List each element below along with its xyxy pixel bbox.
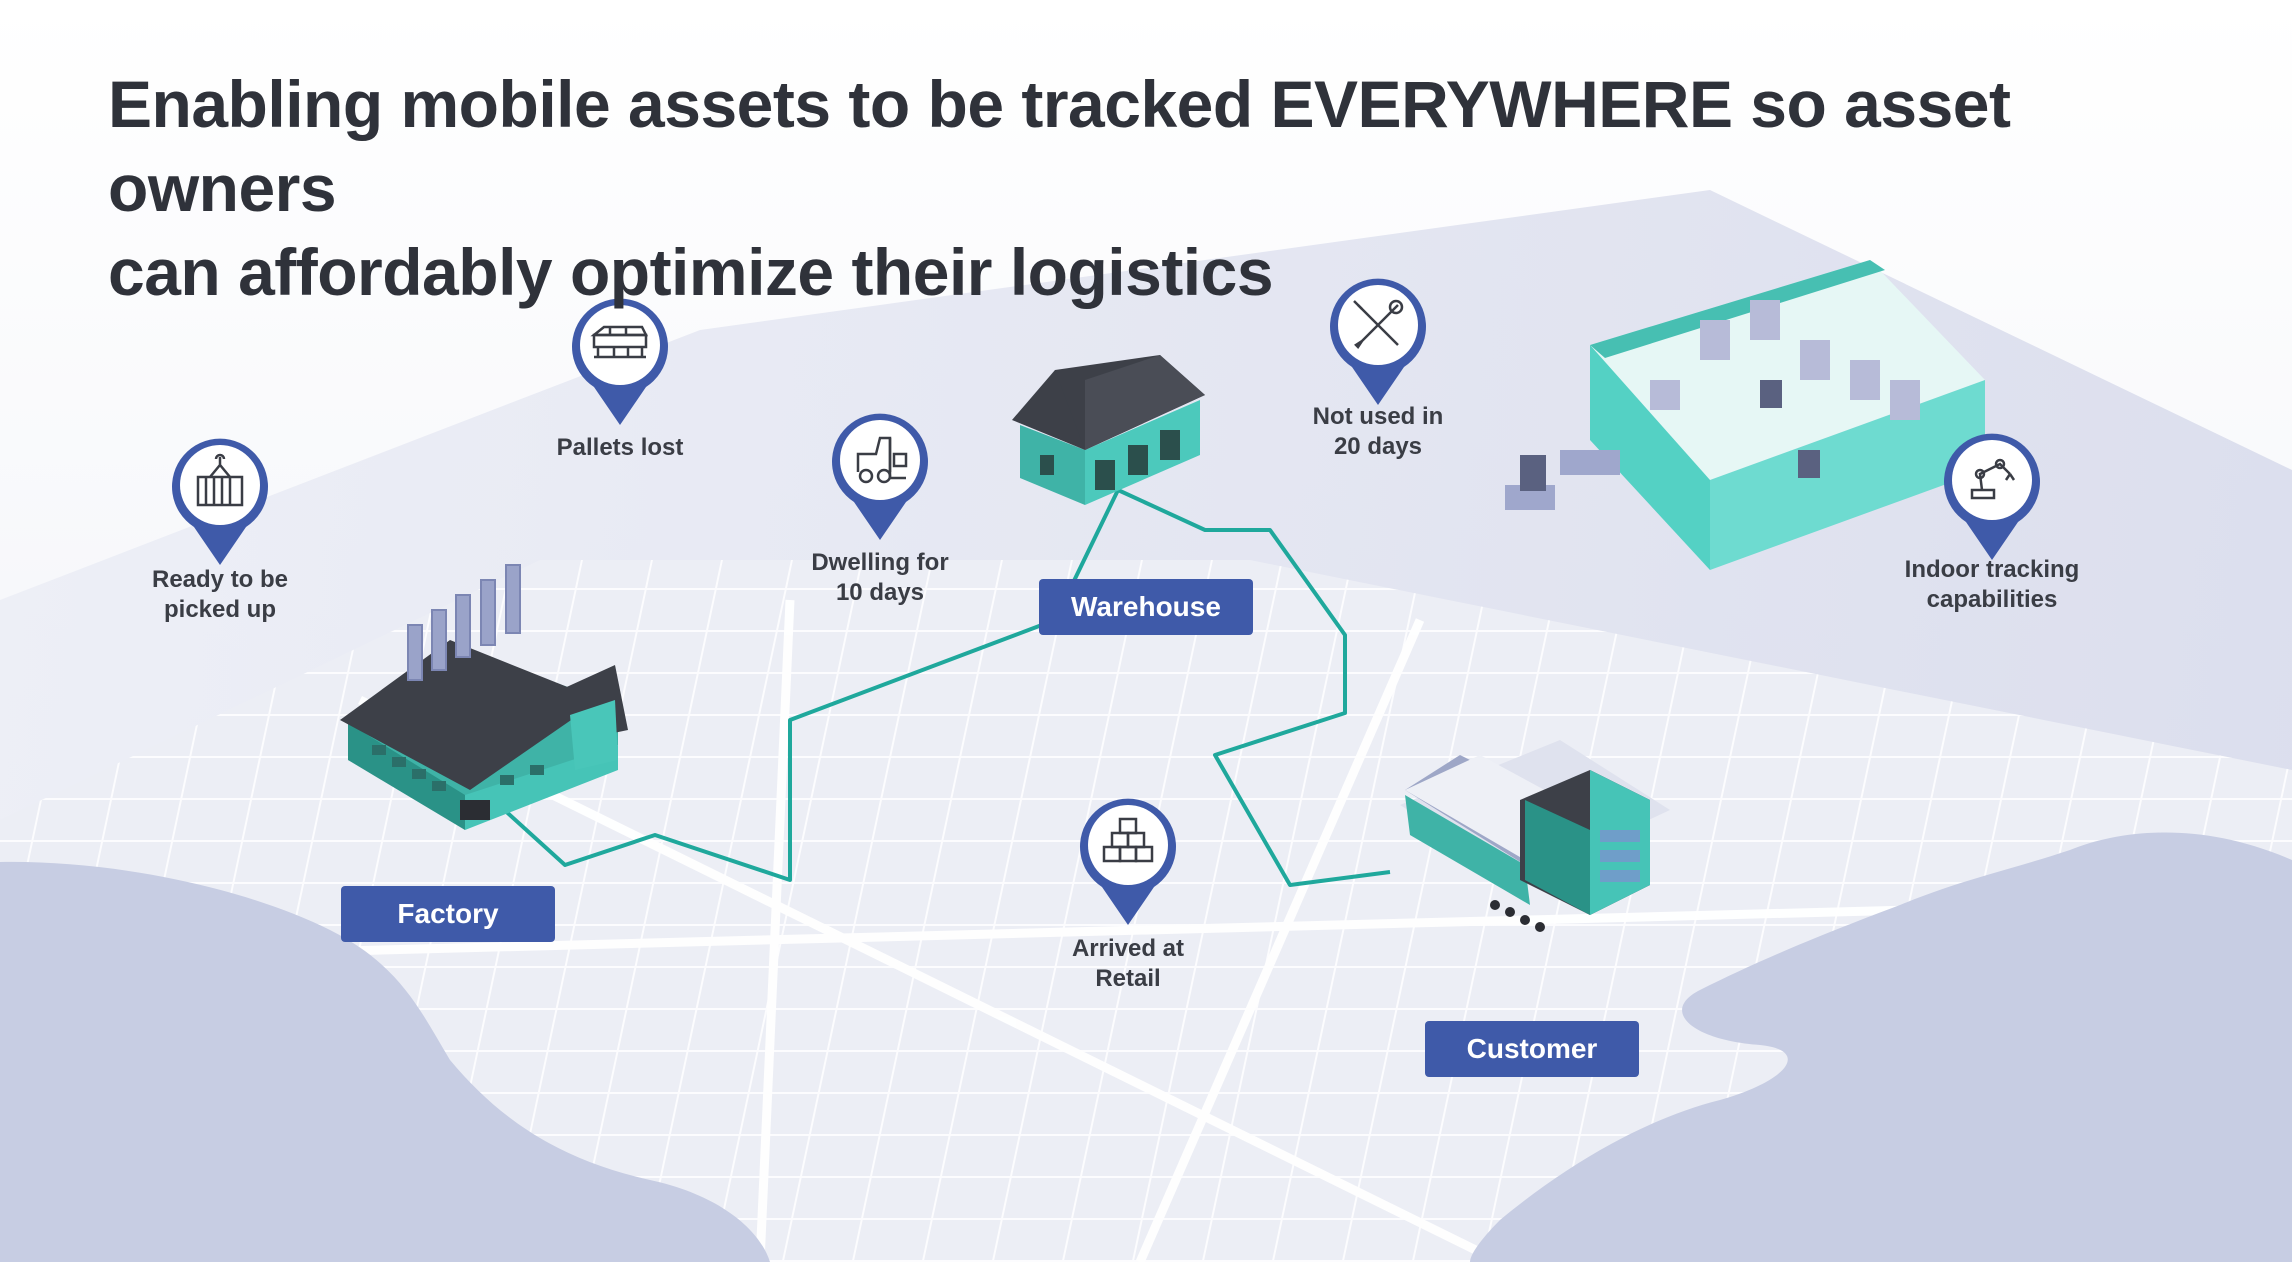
factory-building [340,564,628,830]
page-title: Enabling mobile assets to be tracked EVE… [108,62,2208,314]
pin-pallets-lost [572,298,668,425]
title-line-1: Enabling mobile assets to be tracked EVE… [108,67,2011,225]
title-line-2: can affordably optimize their logistics [108,235,1274,309]
caption-not-used-20-days: Not used in 20 days [1312,403,1444,460]
pin-arrived-at-retail [1080,798,1176,925]
pin-dwelling-for-10-days [832,413,928,540]
delivery-route [488,488,1391,887]
pallet-icon [590,325,649,359]
warehouse-building [1012,355,1205,505]
wrench-screwdriver-icon [1353,299,1404,349]
boxes-icon [1102,817,1154,863]
caption-ready-to-be-picked-up: Ready to be picked up [151,566,289,623]
pin-ready-to-be-picked-up [172,438,268,565]
water-left [0,861,770,1262]
customer-building [1400,740,1670,932]
label-customer: Customer [1425,1021,1639,1077]
label-warehouse: Warehouse [1039,579,1253,635]
water-right [1470,832,2292,1262]
caption-pallets-lost: Pallets lost [556,434,684,461]
container-crane-icon [196,453,244,507]
pin-not-used-20-days [1330,278,1426,405]
pin-indoor-tracking [1944,433,2040,560]
robot-arm-icon [1970,458,2016,500]
caption-arrived-at-retail: Arrived at Retail [1071,935,1185,992]
caption-dwelling-for-10-days: Dwelling for 10 days [811,549,949,606]
caption-indoor-tracking: Indoor tracking capabilities [1904,556,2080,613]
label-factory: Factory [341,886,555,942]
forklift-icon [856,436,908,484]
indoor-warehouse-cutaway [1505,260,1985,570]
